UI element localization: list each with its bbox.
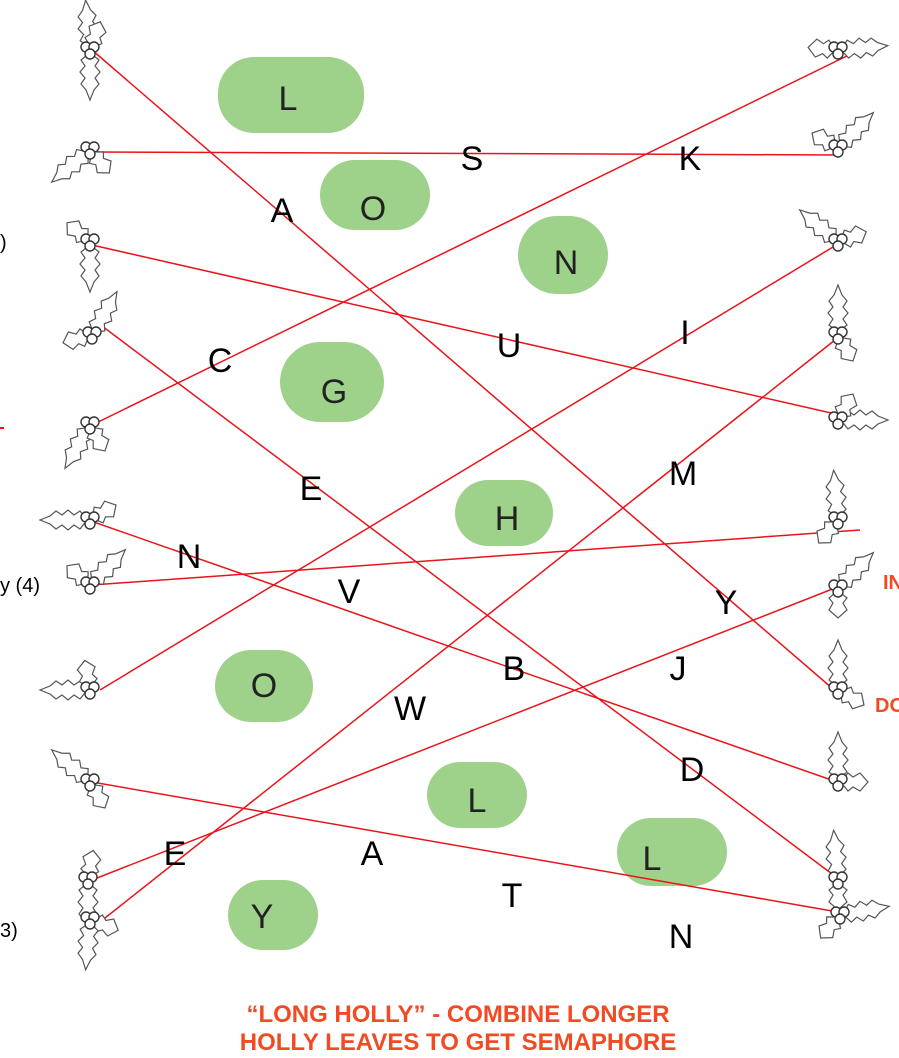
holly-sprig-icon [806, 104, 882, 158]
blob-7 [427, 762, 527, 828]
left-clue-fragment: y (4) [0, 575, 40, 597]
note-line-1: “LONG HOLLY” - COMBINE LONGER [246, 1001, 669, 1028]
grid-letter: A [361, 835, 384, 873]
holly-sprig-icon [828, 388, 889, 431]
holly-sprig-icon [813, 895, 892, 945]
right-edge-clues: IN DO [875, 572, 899, 717]
highlighted-letters: L O N G H O L L Y [251, 80, 662, 936]
blob-letter: G [321, 373, 347, 411]
left-clue-fragment: 3) [0, 920, 18, 942]
blob-letter: H [495, 500, 520, 538]
blob-6 [215, 650, 313, 722]
holly-sprig-icon [806, 35, 890, 61]
blob-9 [228, 880, 318, 950]
grid-letter: I [680, 314, 689, 352]
grid-letter: V [338, 573, 361, 611]
holly-right [792, 35, 892, 945]
blob-letter: L [468, 782, 487, 820]
holly-sprig-icon [75, 0, 110, 101]
grid-letter: D [680, 751, 705, 789]
highlight-blobs [215, 57, 727, 950]
blob-letter: O [251, 667, 277, 705]
grid-letters: S K A U I C E M N V Y B J W D E A T N [164, 140, 738, 956]
blob-letter: Y [251, 898, 274, 936]
holly-sprig-icon [811, 468, 849, 550]
grid-letter: N [177, 538, 202, 576]
holly-sprig-icon [828, 544, 882, 619]
holly-sprig-icon [60, 286, 127, 353]
blob-letter: L [279, 80, 298, 118]
grid-letter: J [670, 650, 687, 688]
grid-letter: U [497, 327, 522, 365]
bottom-note: “LONG HOLLY” - COMBINE LONGER HOLLY LEAV… [240, 1001, 677, 1056]
blob-letter: L [643, 840, 662, 878]
grid-letter: M [669, 455, 697, 493]
grid-letter: S [461, 140, 484, 178]
grid-letter: N [669, 918, 694, 956]
grid-letter: K [679, 140, 702, 178]
holly-sprig-icon [44, 741, 114, 814]
holly-sprig-icon [39, 658, 100, 701]
right-clue-fragment: IN [883, 572, 899, 594]
grid-letter: W [394, 690, 426, 728]
grid-letter: B [503, 650, 526, 688]
holly-sprig-icon [75, 910, 122, 972]
blob-5 [455, 480, 553, 546]
holly-sprig-icon [44, 141, 117, 191]
holly-sprig-icon [60, 541, 134, 595]
grid-letter: T [502, 877, 523, 915]
grid-letter: C [208, 342, 233, 380]
grid-letter: A [271, 192, 294, 230]
grid-letter: Y [715, 584, 738, 622]
blob-2 [320, 160, 430, 230]
holly-sprig-icon [39, 496, 122, 531]
holly-sprig-icon [792, 201, 870, 252]
holly-sprig-icon [827, 284, 862, 367]
connecting-lines [87, 49, 861, 919]
left-clue-fragment: ) [0, 232, 7, 254]
blob-8 [617, 818, 727, 886]
grid-letter: E [300, 470, 323, 508]
blob-1 [218, 57, 364, 133]
blob-letter: N [554, 244, 579, 282]
holly-left [39, 0, 134, 972]
right-clue-fragment: DO [875, 695, 899, 717]
left-edge-clues: ) y (4) 3) [0, 232, 40, 942]
holly-sprig-icon [827, 639, 870, 714]
holly-sprig-icon [55, 416, 114, 474]
blob-4 [280, 342, 384, 422]
holly-sprig-icon [60, 215, 101, 293]
blob-3 [518, 216, 608, 294]
grid-letter: E [164, 835, 187, 873]
note-line-2: HOLLY LEAVES TO GET SEMAPHORE [240, 1029, 677, 1053]
blob-letter: O [360, 190, 386, 228]
holly-sprig-icon [827, 731, 869, 792]
